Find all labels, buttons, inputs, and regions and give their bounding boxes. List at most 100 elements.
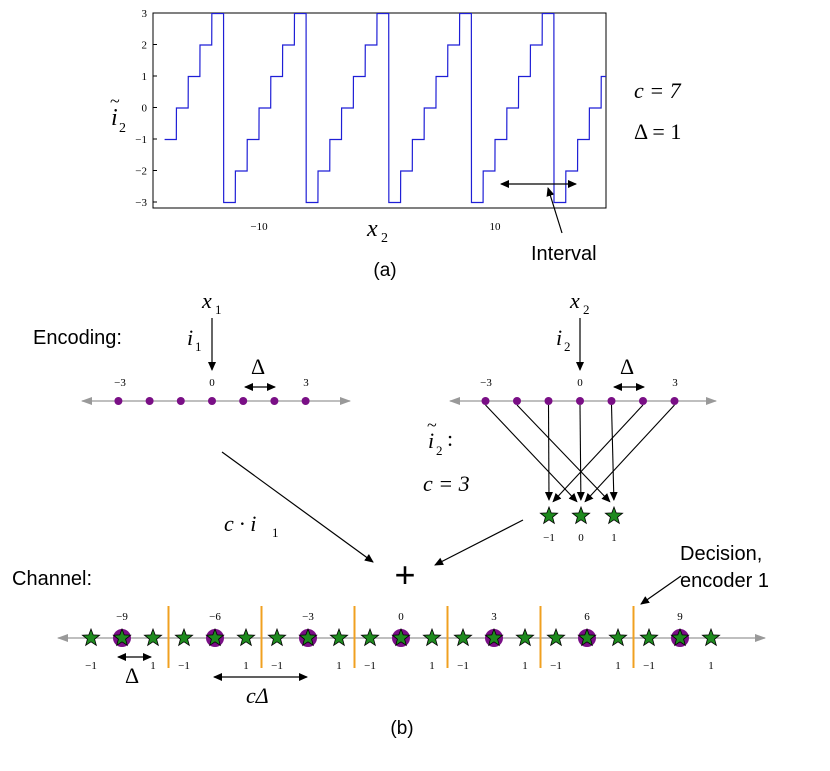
- encoding-diagram: Encoding: x 1 i 1 −3 0 3 Δ x 2 i 2 −3 0 …: [12, 288, 769, 739]
- interval-label: Interval: [531, 243, 597, 265]
- line2-label-right: 3: [672, 377, 678, 389]
- channel-top-label: 9: [677, 611, 683, 623]
- line2-points: [481, 397, 679, 405]
- mapping-arrow: [609, 404, 618, 501]
- i2-tilde-label: i 2 ~ :: [427, 415, 453, 458]
- y-axis-label: i 2 ~: [110, 91, 126, 136]
- mapping-arrow: [552, 404, 644, 503]
- encoding-label: Encoding:: [33, 327, 122, 349]
- mapping-arrow: [516, 404, 611, 503]
- channel-star: [236, 627, 256, 647]
- svg-text:c · i: c · i: [224, 511, 256, 536]
- channel-star: [577, 627, 597, 647]
- encoder2-to-sum-arrow: [434, 519, 524, 566]
- channel-star: [453, 627, 473, 647]
- y-tick-label: −1: [135, 134, 147, 146]
- channel-top-label: −9: [116, 611, 128, 623]
- caption-a: (a): [373, 260, 396, 281]
- channel-star: [391, 627, 411, 647]
- channel-star: [267, 627, 287, 647]
- channel-bottom-label: 1: [615, 660, 621, 672]
- mapping-arrow: [576, 404, 585, 501]
- param-delta: Δ = 1: [634, 119, 681, 144]
- channel-star: [298, 627, 318, 647]
- channel-star: [701, 627, 721, 647]
- i1-symbol: i 1: [187, 325, 202, 354]
- svg-text:1: 1: [272, 525, 279, 540]
- interval-pointer: [546, 187, 563, 234]
- svg-text:~: ~: [110, 91, 120, 111]
- encoder1-point: [239, 397, 248, 405]
- channel-star: [546, 627, 566, 647]
- channel-bottom-label: −1: [178, 660, 190, 672]
- channel-star: [422, 627, 442, 647]
- line1-label-left: −3: [114, 377, 126, 389]
- c-times-i1-label: c · i 1: [224, 511, 279, 540]
- channel-star: [639, 627, 659, 647]
- line1-points: [114, 397, 310, 405]
- y-tick-label: −2: [135, 166, 147, 178]
- decision-boundaries: [167, 606, 635, 668]
- svg-text::: :: [447, 426, 453, 451]
- channel-bottom-label: 1: [708, 660, 714, 672]
- channel-star: [670, 627, 690, 647]
- channel-bottom-label: 1: [243, 660, 249, 672]
- channel-star: [143, 627, 163, 647]
- encoder1-point: [145, 397, 154, 405]
- reduced-star: [571, 505, 591, 525]
- channel-cdelta: cΔ: [246, 683, 269, 708]
- svg-text:2: 2: [564, 339, 571, 354]
- sum-symbol: +: [394, 554, 415, 595]
- caption-b: (b): [390, 718, 413, 739]
- channel-star: [329, 627, 349, 647]
- channel-bottom-label: −1: [364, 660, 376, 672]
- star-label-1: 1: [611, 532, 617, 544]
- channel-bottom-label: −1: [271, 660, 283, 672]
- svg-text:1: 1: [195, 339, 202, 354]
- encoder2-point: [576, 397, 584, 405]
- encoder1-point: [208, 397, 216, 405]
- line1-label-center: 0: [209, 377, 215, 389]
- svg-text:~: ~: [427, 415, 437, 435]
- channel-star: [205, 627, 225, 647]
- line2-label-center: 0: [577, 377, 583, 389]
- channel-label: Channel:: [12, 568, 92, 590]
- channel-bottom-label: 1: [429, 660, 435, 672]
- channel-bottom-label: −1: [457, 660, 469, 672]
- y-tick-label: 3: [142, 8, 148, 20]
- svg-text:i: i: [187, 325, 193, 350]
- reduced-index-stars: [539, 505, 624, 525]
- encoder2-point: [670, 397, 679, 405]
- decision-pointer: [640, 575, 682, 605]
- decision-label-line2: encoder 1: [680, 570, 769, 592]
- plot-frame: [152, 12, 607, 209]
- x-tick-10: 10: [490, 221, 502, 233]
- svg-text:1: 1: [215, 302, 222, 317]
- svg-text:i: i: [556, 325, 562, 350]
- channel-bottom-label: 1: [522, 660, 528, 672]
- encoder2-point: [513, 397, 521, 405]
- svg-text:x: x: [366, 216, 378, 242]
- line2-delta: Δ: [620, 354, 634, 379]
- i2-symbol: i 2: [556, 325, 571, 354]
- channel-star: [360, 627, 380, 647]
- channel-star: [174, 627, 194, 647]
- encoder2-point: [639, 397, 647, 405]
- sawtooth-curve: [164, 13, 606, 204]
- curve-path: [164, 13, 606, 204]
- channel-star: [484, 627, 504, 647]
- svg-text:2: 2: [583, 302, 590, 317]
- encoder1-point: [301, 397, 310, 405]
- star-label-0: 0: [578, 532, 584, 544]
- svg-text:i: i: [111, 105, 118, 131]
- mapping-arrow: [584, 404, 675, 503]
- y-tick-label: −3: [135, 197, 147, 209]
- y-tick-label: 0: [142, 103, 148, 115]
- channel-bottom-label: −1: [85, 660, 97, 672]
- svg-text:2: 2: [436, 443, 443, 458]
